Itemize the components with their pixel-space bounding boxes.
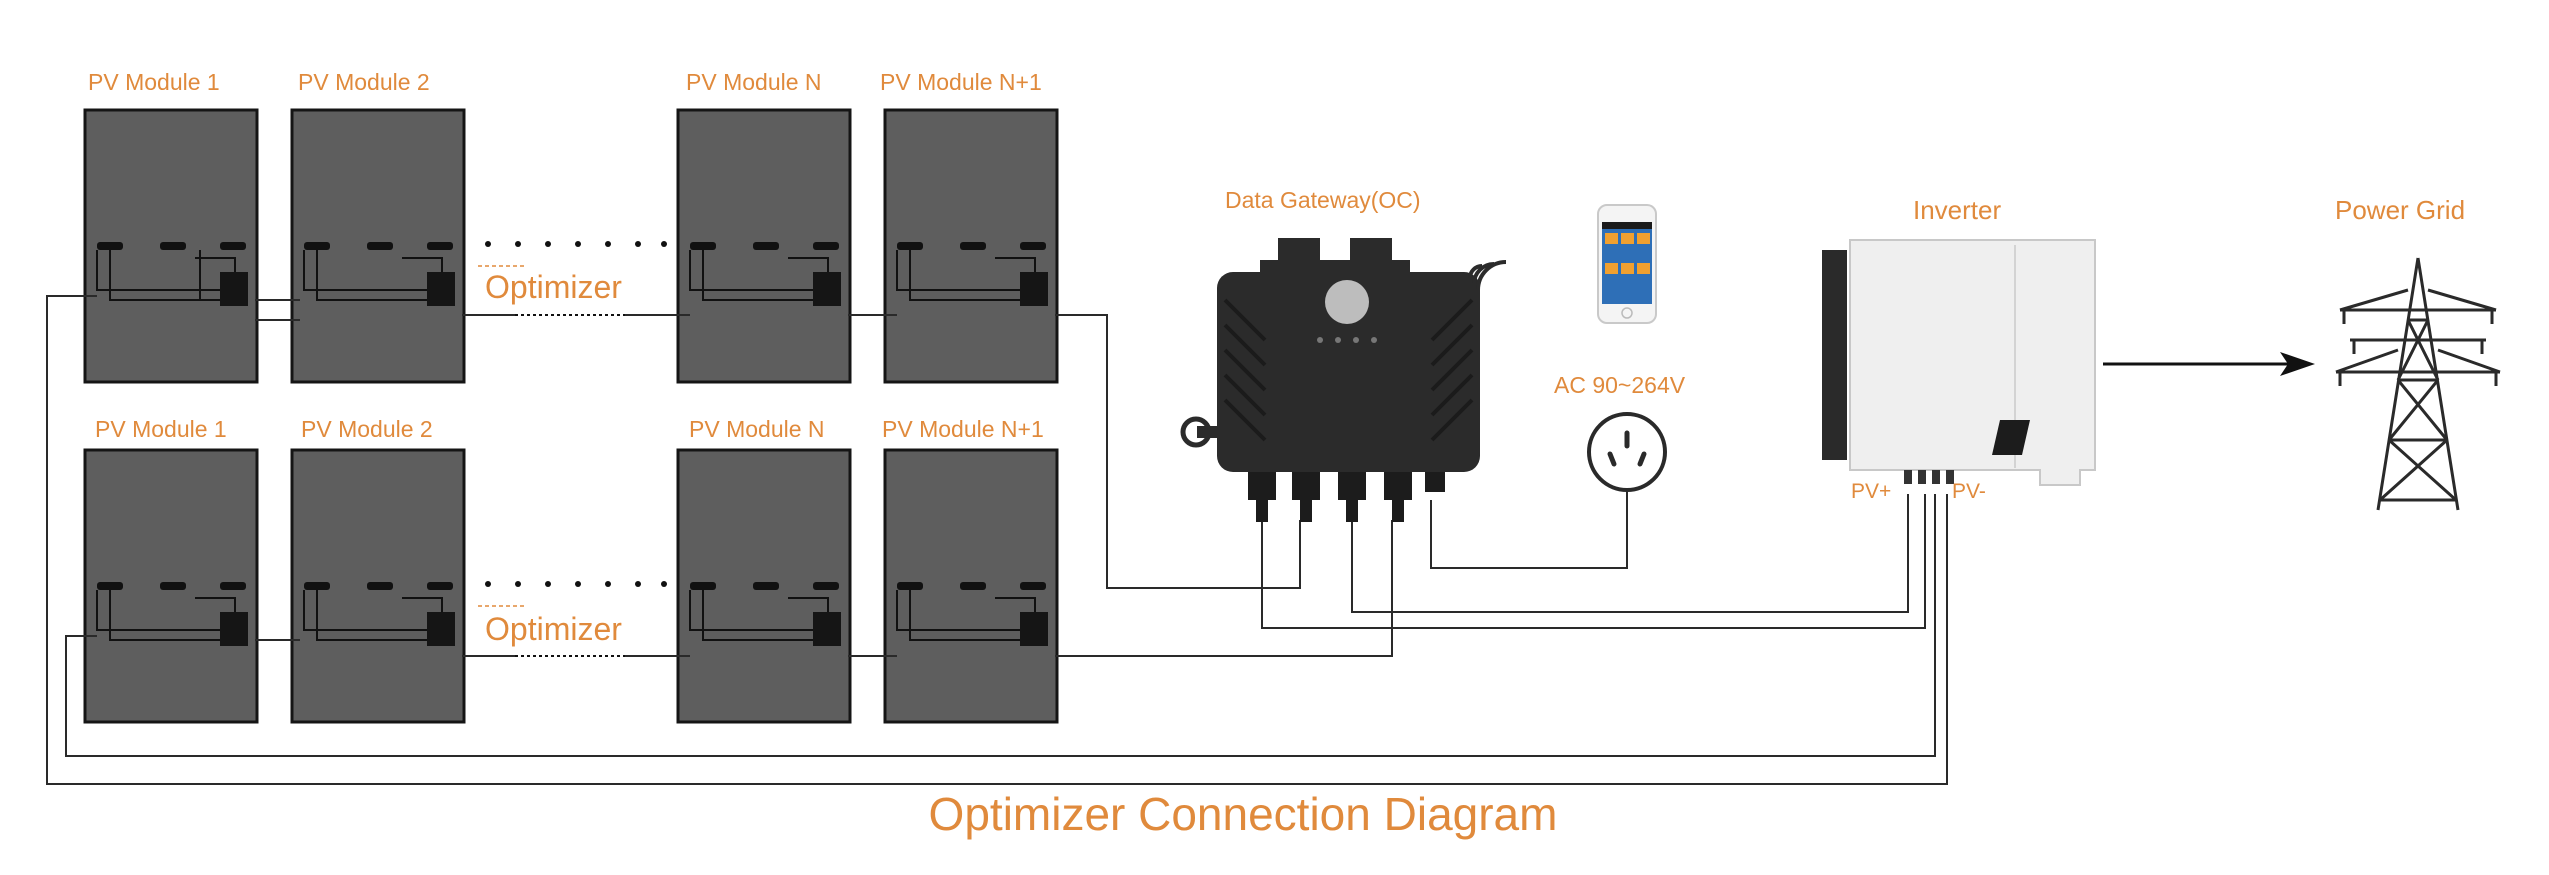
smartphone-icon [1597,204,1657,324]
pv-plus-label: PV+ [1851,480,1891,503]
row1-module2-label: PV Module 2 [298,69,430,95]
row1-optimizer-label: Optimizer [485,269,622,305]
gateway-mount-bracket [1260,238,1410,276]
row2-moduleN1-panel [883,448,1059,724]
row2-module2-panel [290,448,466,724]
outlet-label: AC 90~264V [1554,372,1686,398]
power-grid: Power Grid [2335,195,2501,511]
row1-module2-panel [290,108,466,384]
inverter-label: Inverter [1913,195,2001,225]
row2-optimizer-label: Optimizer [485,611,622,647]
optimizer-icon [427,272,455,306]
inverter-body [1849,239,2096,486]
inverter: Inverter PV+ PV- [1822,195,2096,503]
row2-module2-label: PV Module 2 [301,416,433,442]
optimizer-icon [813,272,841,306]
inverter-dc-terminals [1904,470,1954,484]
row1-moduleN-panel [676,108,852,384]
optimizer-icon [1020,612,1048,646]
gateway-button [1325,280,1369,324]
optimizer-icon [1020,272,1048,306]
inverter-logo-plate [1992,420,2030,455]
row1-moduleN1-panel [883,108,1059,384]
row2-moduleN1-label: PV Module N+1 [882,416,1044,442]
gateway-connectors [1248,472,1445,522]
data-gateway: Data Gateway(OC) [1180,187,1507,522]
row2-moduleN-panel [676,448,852,724]
row1-moduleN-label: PV Module N [686,69,822,95]
gateway-body [1217,272,1480,472]
pv-row-1: PV Module 1 PV Module 2 PV Module N PV M… [83,69,1059,384]
gateway-label: Data Gateway(OC) [1225,187,1421,213]
optimizer-icon [813,612,841,646]
diagram-title: Optimizer Connection Diagram [929,788,1558,840]
row2-module1-label: PV Module 1 [95,416,227,442]
row1-moduleN1-label: PV Module N+1 [880,69,1042,95]
gateway-leds [1317,337,1377,343]
ac-outlet: AC 90~264V [1554,372,1686,492]
row2-module1-panel [83,448,259,724]
optimizer-icon [220,272,248,306]
row2-continuation-dots [485,581,667,587]
row2-moduleN-label: PV Module N [689,416,825,442]
transmission-tower-icon [2335,257,2501,511]
inverter-heatsink [1822,250,1847,460]
row1-continuation-dots [485,241,667,247]
row1-module1-label: PV Module 1 [88,69,220,95]
optimizer-icon [427,612,455,646]
wifi-icon [1468,260,1507,291]
pv-row-2: PV Module 1 PV Module 2 PV Module N PV M… [83,416,1059,724]
grid-label: Power Grid [2335,195,2465,225]
optimizer-icon [220,612,248,646]
gateway-fins [1223,298,1474,442]
wiring [46,295,1948,785]
row1-module1-panel [83,108,259,384]
outlet-icon [1587,412,1667,492]
pv-minus-label: PV- [1952,480,1986,503]
output-arrow [2103,352,2315,376]
